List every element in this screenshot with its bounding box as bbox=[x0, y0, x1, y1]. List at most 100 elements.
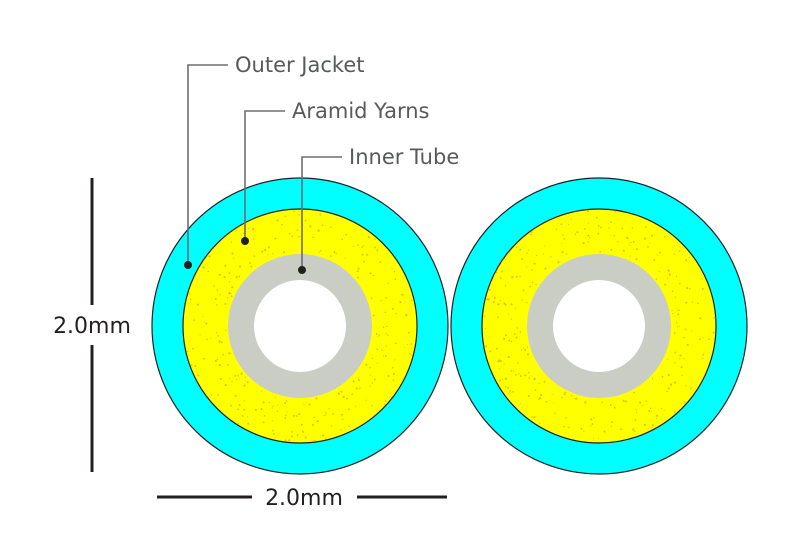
yarn-speckle bbox=[245, 376, 247, 378]
yarn-speckle bbox=[276, 410, 279, 412]
yarn-speckle bbox=[708, 338, 710, 341]
yarn-speckle bbox=[206, 338, 208, 341]
yarn-speckle bbox=[383, 355, 385, 357]
yarn-speckle bbox=[229, 404, 232, 407]
yarn-speckle bbox=[663, 235, 666, 238]
yarn-speckle bbox=[521, 407, 523, 409]
yarn-speckle bbox=[288, 232, 291, 235]
yarn-speckle bbox=[580, 427, 583, 430]
yarn-speckle bbox=[224, 303, 227, 305]
yarn-speckle bbox=[345, 233, 347, 236]
yarn-speckle bbox=[633, 391, 635, 394]
yarn-speckle bbox=[601, 401, 603, 404]
yarn-speckle bbox=[674, 296, 676, 298]
yarn-speckle bbox=[384, 403, 386, 405]
yarn-speckle bbox=[510, 340, 513, 343]
yarn-speckle bbox=[512, 390, 514, 393]
yarn-speckle bbox=[533, 416, 536, 419]
yarn-speckle bbox=[673, 361, 676, 364]
yarn-speckle bbox=[218, 363, 221, 367]
yarn-speckle bbox=[235, 276, 238, 278]
yarn-speckle bbox=[243, 408, 246, 411]
yarn-speckle bbox=[387, 374, 390, 378]
yarn-speckle bbox=[518, 373, 520, 375]
yarn-speckle bbox=[557, 261, 560, 264]
yarn-speckle bbox=[679, 246, 681, 248]
yarn-speckle bbox=[263, 415, 266, 417]
yarn-speckle bbox=[335, 252, 337, 254]
yarn-speckle bbox=[232, 257, 235, 260]
yarn-speckle bbox=[194, 364, 197, 367]
yarn-speckle bbox=[519, 375, 522, 378]
yarn-speckle bbox=[273, 433, 275, 435]
yarn-speckle bbox=[565, 417, 567, 419]
yarn-speckle bbox=[701, 287, 704, 290]
yarn-speckle bbox=[207, 270, 209, 273]
yarn-speckle bbox=[628, 237, 629, 239]
yarn-speckle bbox=[318, 252, 320, 254]
yarn-speckle bbox=[319, 213, 322, 216]
yarn-speckle bbox=[614, 210, 617, 213]
yarn-speckle bbox=[676, 325, 679, 328]
yarn-speckle bbox=[584, 401, 587, 404]
yarn-speckle bbox=[369, 374, 371, 376]
height-dimension-label: 2.0mm bbox=[53, 314, 131, 339]
yarn-speckle bbox=[629, 255, 631, 257]
yarn-speckle bbox=[359, 387, 361, 390]
yarn-speckle bbox=[298, 214, 300, 216]
yarn-speckle bbox=[625, 236, 629, 239]
yarn-speckle bbox=[329, 255, 332, 257]
aramid-yarns-marker bbox=[241, 237, 249, 245]
yarn-speckle bbox=[376, 249, 379, 252]
right-fiber bbox=[450, 177, 748, 475]
yarn-speckle bbox=[243, 400, 245, 402]
yarn-speckle bbox=[219, 377, 222, 380]
yarn-speckle bbox=[267, 253, 269, 255]
yarn-speckle bbox=[290, 431, 293, 433]
yarn-speckle bbox=[362, 245, 365, 247]
yarn-speckle bbox=[617, 241, 619, 243]
yarn-speckle bbox=[531, 281, 534, 284]
yarn-speckle bbox=[386, 325, 388, 328]
yarn-speckle bbox=[505, 334, 508, 337]
yarn-speckle bbox=[600, 226, 602, 229]
yarn-speckle bbox=[330, 226, 332, 229]
yarn-speckle bbox=[622, 249, 625, 252]
yarn-speckle bbox=[224, 384, 227, 387]
yarn-speckle bbox=[264, 249, 267, 252]
yarn-speckle bbox=[238, 275, 241, 278]
yarn-speckle bbox=[302, 430, 305, 433]
yarn-speckle bbox=[246, 247, 248, 249]
yarn-speckle bbox=[208, 255, 211, 258]
yarn-speckle bbox=[680, 366, 683, 369]
yarn-speckle bbox=[520, 402, 522, 405]
yarn-speckle bbox=[702, 336, 704, 338]
yarn-speckle bbox=[521, 258, 524, 260]
yarn-speckle bbox=[340, 429, 342, 431]
yarn-speckle bbox=[344, 257, 346, 259]
yarn-speckle bbox=[229, 378, 231, 380]
yarn-speckle bbox=[521, 299, 523, 301]
yarn-speckle bbox=[356, 270, 359, 273]
yarn-speckle bbox=[293, 210, 295, 212]
yarn-speckle bbox=[576, 231, 579, 234]
yarn-speckle bbox=[526, 266, 528, 268]
yarn-speckle bbox=[225, 329, 227, 332]
yarn-speckle bbox=[510, 318, 512, 320]
yarn-speckle bbox=[241, 414, 244, 417]
yarn-speckle bbox=[385, 333, 388, 335]
yarn-speckle bbox=[509, 390, 511, 392]
yarn-speckle bbox=[376, 348, 379, 351]
yarn-speckle bbox=[291, 235, 294, 238]
yarn-speckle bbox=[568, 426, 570, 429]
yarn-speckle bbox=[216, 289, 219, 291]
yarn-speckle bbox=[196, 303, 199, 306]
yarn-speckle bbox=[246, 416, 248, 418]
yarn-speckle bbox=[317, 229, 320, 232]
yarn-speckle bbox=[677, 309, 679, 312]
yarn-speckle bbox=[304, 219, 307, 222]
yarn-speckle bbox=[570, 394, 573, 397]
yarn-speckle bbox=[190, 298, 192, 300]
yarn-speckle bbox=[620, 428, 623, 431]
yarn-speckle bbox=[237, 374, 239, 377]
